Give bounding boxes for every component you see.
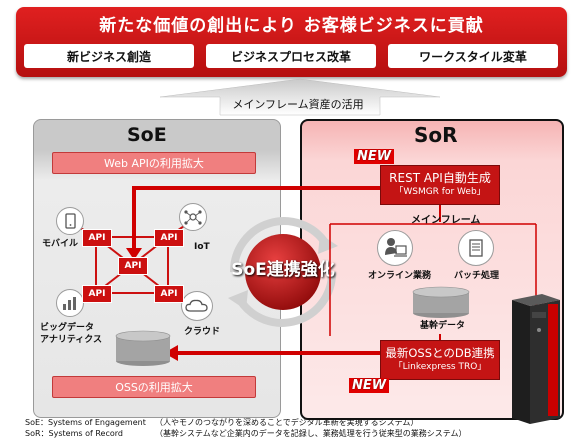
oss-db-title: 最新OSSとのDB連携 <box>385 346 495 360</box>
center-link-circle <box>228 217 338 327</box>
footer-desc-sor: （基幹システムなど企業内のデータを記録し、業務処理を行う従来型の業務システム） <box>155 429 467 438</box>
web-api-box: Web APIの利用拡大 <box>52 152 256 174</box>
iot-icon <box>179 203 207 231</box>
cloud-icon <box>181 291 213 321</box>
pill-workstyle: ワークスタイル変革 <box>388 44 558 68</box>
new-badge-top: NEW <box>354 149 395 164</box>
bigdata-icon <box>56 289 84 317</box>
rest-api-title: REST API自動生成 <box>389 171 491 185</box>
value-banner: 新たな価値の創出により お客様ビジネスに貢献 新ビジネス創造 ビジネスプロセス改… <box>16 7 567 77</box>
footer-term-soe: SoE：Systems of Engagement <box>25 418 146 427</box>
upward-arrow-icon <box>159 78 441 116</box>
arrow-label: メインフレーム資産の活用 <box>232 98 364 111</box>
core-data-label: 基幹データ <box>420 321 466 331</box>
rest-api-product: 「WSMGR for Web」 <box>394 187 486 197</box>
footer-desc-soe: （人やモノのつながりを深めることでデジタル革新を実現するシステム） <box>155 418 419 427</box>
batch-process-label: バッチ処理 <box>454 271 500 281</box>
batch-process-icon <box>458 230 494 266</box>
mobile-icon <box>56 207 84 235</box>
api-node-top-left: API <box>82 229 112 247</box>
bigdata-label-1: ビッグデータ <box>40 323 95 333</box>
soe-database-icon <box>115 330 171 366</box>
footer-notes: SoE：Systems of Engagement （人やモノのつながりを深めるこ… <box>25 417 467 439</box>
api-node-bottom-left: API <box>82 285 112 303</box>
api-node-top-right: API <box>154 229 184 247</box>
center-label: SoE連携強化 <box>231 260 335 280</box>
mainframe-label: メインフレーム <box>411 215 481 226</box>
footer-line-1: SoE：Systems of Engagement （人やモノのつながりを深めるこ… <box>25 417 467 428</box>
footer-line-2: SoR：Systems of Record （基幹システムなど企業内のデータを記録… <box>25 428 467 439</box>
rest-api-box: REST API自動生成 「WSMGR for Web」 <box>380 165 500 205</box>
cloud-label: クラウド <box>184 327 221 337</box>
mobile-label: モバイル <box>42 239 79 249</box>
pill-business-process: ビジネスプロセス改革 <box>206 44 376 68</box>
server-rack-icon <box>512 294 560 424</box>
online-business-label: オンライン業務 <box>368 271 432 281</box>
footer-term-sor: SoR：Systems of Record <box>25 429 123 438</box>
oss-db-product: 「Linkexpress TRO」 <box>393 362 487 372</box>
api-node-bottom-right: API <box>154 285 184 303</box>
oss-db-box: 最新OSSとのDB連携 「Linkexpress TRO」 <box>380 340 500 380</box>
oss-box: OSSの利用拡大 <box>52 376 256 398</box>
new-badge-bottom: NEW <box>349 378 390 393</box>
bigdata-label-2: アナリティクス <box>40 335 103 345</box>
pill-new-business: 新ビジネス創造 <box>24 44 194 68</box>
api-node-center: API <box>118 257 148 275</box>
banner-title: 新たな価値の創出により お客様ビジネスに貢献 <box>99 16 484 36</box>
soe-title: SoE <box>127 124 167 146</box>
online-business-icon <box>377 230 413 266</box>
sor-title: SoR <box>414 123 458 147</box>
core-data-icon <box>412 286 470 318</box>
iot-label: IoT <box>194 242 210 252</box>
